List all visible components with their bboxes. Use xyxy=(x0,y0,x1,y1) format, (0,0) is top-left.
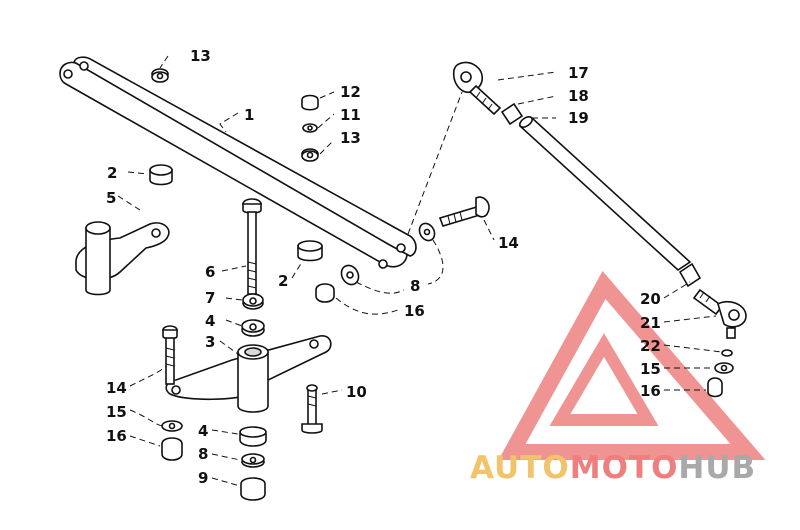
jam-nut-18 xyxy=(500,102,524,126)
watermark-text: AUTOMOTOHUB xyxy=(470,450,756,486)
label-11: 11 xyxy=(340,106,361,124)
nut-16-upper xyxy=(315,283,335,303)
link-bar-1 xyxy=(59,56,417,269)
spacer-2-upper xyxy=(149,164,173,186)
nut-13-top xyxy=(151,68,169,83)
nut-16-right xyxy=(707,377,723,398)
washer-8-lower xyxy=(241,453,265,468)
label-16-upper: 16 xyxy=(404,302,425,320)
washer-8-upper xyxy=(340,264,360,286)
label-18: 18 xyxy=(568,87,589,105)
leader-lines xyxy=(117,55,723,487)
label-2-lower: 2 xyxy=(278,272,288,290)
watermark-auto: AUTO xyxy=(470,450,570,486)
rod-end-17 xyxy=(452,61,502,116)
label-17: 17 xyxy=(568,64,589,82)
bolt-14-lower xyxy=(162,325,178,385)
label-4-lower: 4 xyxy=(198,422,208,440)
jam-nut-20 xyxy=(678,262,702,288)
label-14-upper: 14 xyxy=(498,234,519,252)
spacer-2-lower xyxy=(297,240,323,262)
label-22: 22 xyxy=(640,337,661,355)
watermark-moto: MOTO xyxy=(570,450,679,486)
watermark-hub: HUB xyxy=(678,450,756,486)
label-16-lower: 16 xyxy=(106,427,127,445)
tie-rod-19 xyxy=(518,116,692,272)
pivot-arm-3 xyxy=(165,335,332,413)
label-14-lower: 14 xyxy=(106,379,127,397)
label-15-lower: 15 xyxy=(106,403,127,421)
washer-22 xyxy=(721,349,733,357)
label-15-right: 15 xyxy=(640,360,661,378)
bolt-14-upper xyxy=(418,196,490,242)
label-8-upper: 8 xyxy=(410,277,420,295)
washer-15-right xyxy=(714,362,734,374)
label-7: 7 xyxy=(205,289,215,307)
label-10: 10 xyxy=(346,383,367,401)
washer-13 xyxy=(301,148,319,162)
label-21: 21 xyxy=(640,314,661,332)
washer-15-lower xyxy=(161,420,183,432)
label-13-mid: 13 xyxy=(340,129,361,147)
bolt-6 xyxy=(242,198,262,295)
label-20: 20 xyxy=(640,290,661,308)
label-12: 12 xyxy=(340,83,361,101)
washer-7 xyxy=(242,293,264,310)
label-2-upper: 2 xyxy=(107,164,117,182)
label-8-lower: 8 xyxy=(198,445,208,463)
bolt-10 xyxy=(301,384,323,434)
label-13-top: 13 xyxy=(190,47,211,65)
label-9: 9 xyxy=(198,469,208,487)
nut-16-lower xyxy=(161,437,183,461)
washer-11 xyxy=(302,123,318,133)
nut-12 xyxy=(301,94,319,111)
bushing-4-lower xyxy=(239,426,267,447)
label-19: 19 xyxy=(568,109,589,127)
nut-9 xyxy=(240,477,266,501)
bushing-4-upper xyxy=(241,319,265,337)
svg-text:AUTOMOTOHUB: AUTOMOTOHUB xyxy=(470,450,756,486)
label-5: 5 xyxy=(106,189,116,207)
pivot-arm-5 xyxy=(75,221,170,296)
label-1: 1 xyxy=(244,106,254,124)
rod-end-21 xyxy=(692,288,747,339)
part-labels: 1 13 12 11 13 2 5 6 2 14 8 16 7 4 3 14 1… xyxy=(106,47,661,487)
label-4-upper: 4 xyxy=(205,312,215,330)
label-16-right: 16 xyxy=(640,382,661,400)
label-3: 3 xyxy=(205,333,215,351)
label-6: 6 xyxy=(205,263,215,281)
